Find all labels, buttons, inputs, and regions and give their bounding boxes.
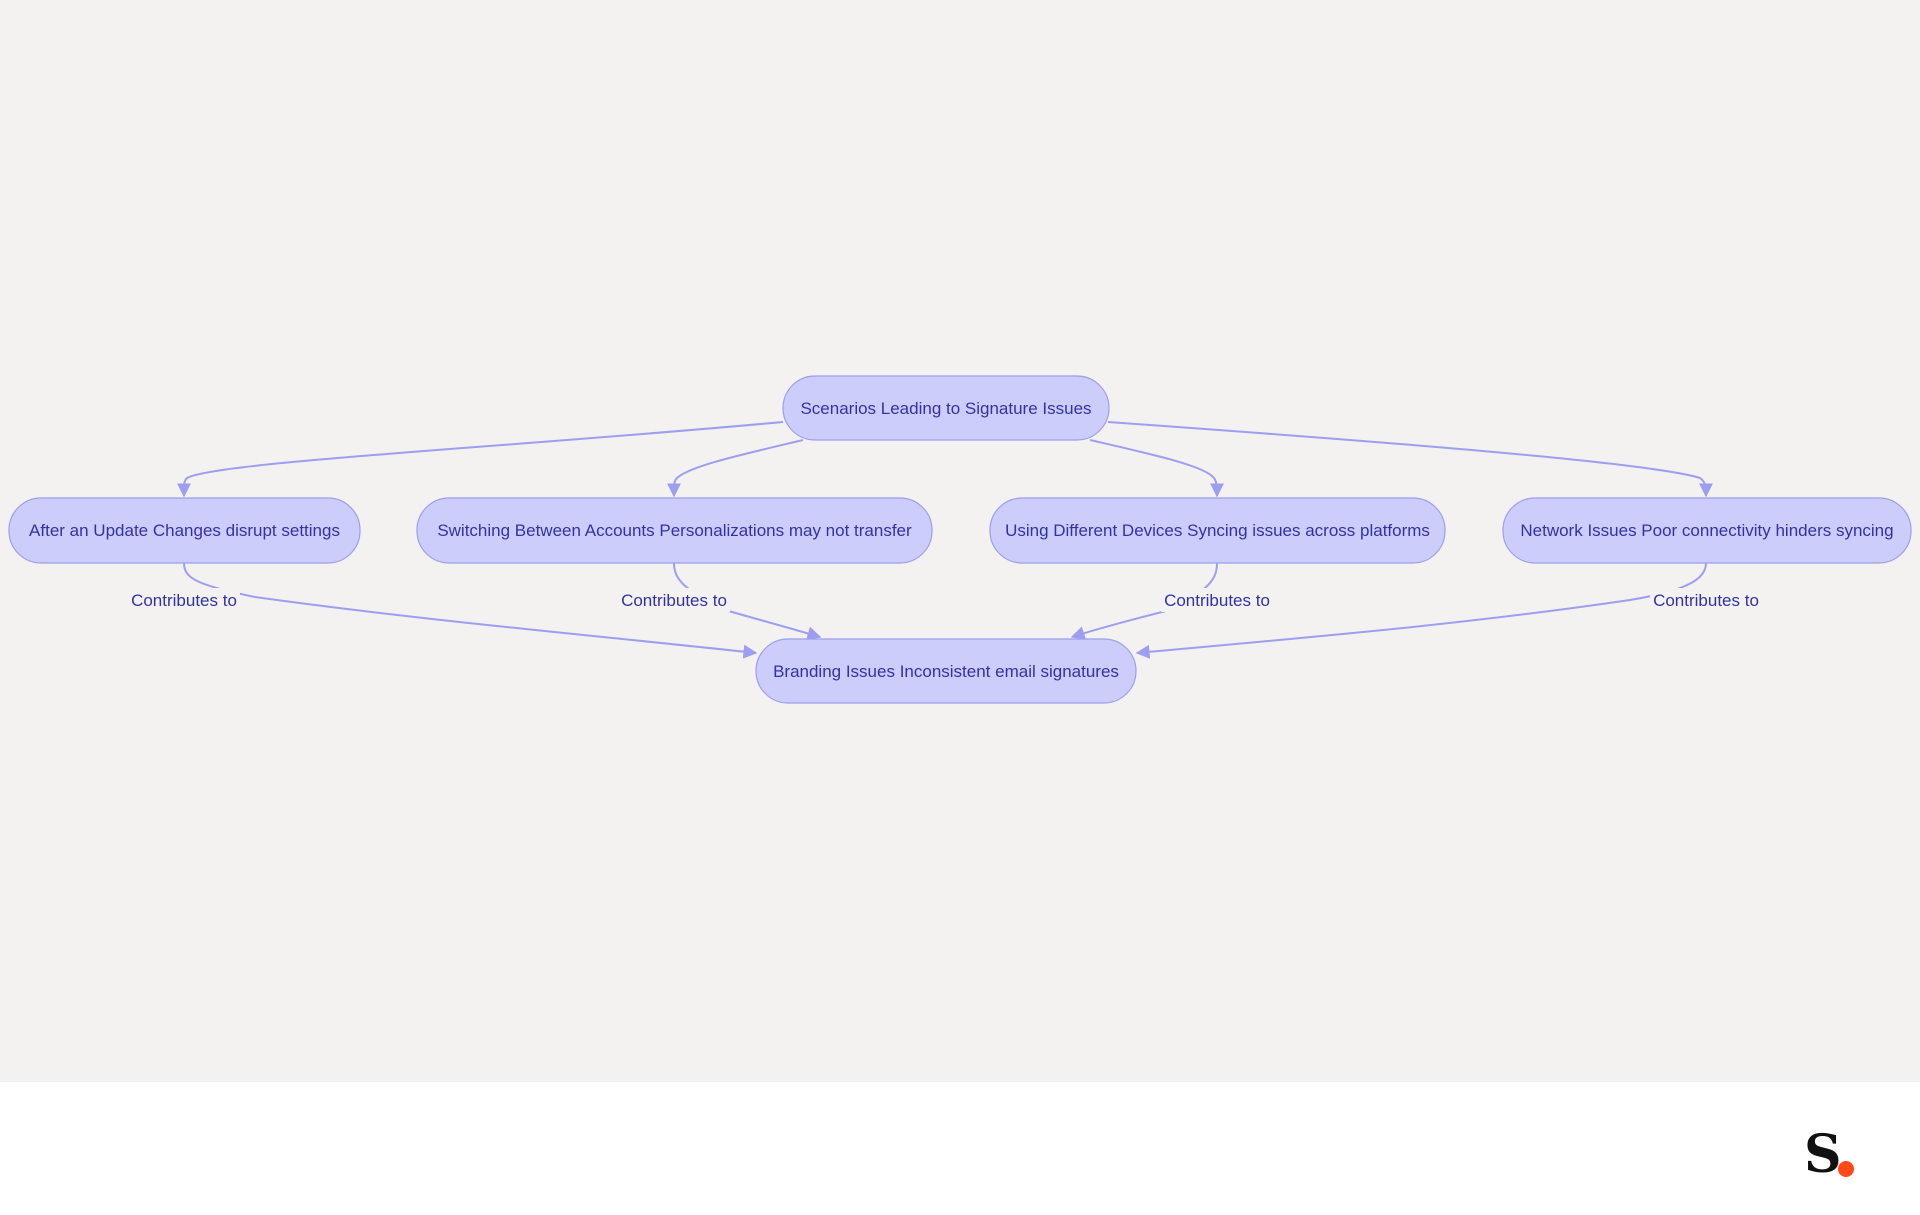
edge-root-to-different-devices [1089, 439, 1224, 498]
outcome-node-label: Branding Issues Inconsistent email signa… [773, 662, 1119, 681]
edge-label-switching-accounts: Contributes to [618, 588, 730, 612]
scenario-node-label: Switching Between Accounts Personalizati… [437, 521, 912, 540]
root-node-label: Scenarios Leading to Signature Issues [800, 399, 1091, 418]
scenario-node-label: After an Update Changes disrupt settings [29, 521, 340, 540]
scenario-node-label: Network Issues Poor connectivity hinders… [1520, 521, 1893, 540]
scenario-node-label: Using Different Devices Syncing issues a… [1005, 521, 1430, 540]
edge-root-to-network-issues [1107, 421, 1713, 498]
edge-label-text: Contributes to [131, 591, 237, 610]
edge-label-text: Contributes to [1653, 591, 1759, 610]
outcome-node[interactable]: Branding Issues Inconsistent email signa… [755, 638, 1137, 704]
edge-label-different-devices: Contributes to [1161, 588, 1273, 612]
edge-network-issues-to-branding [1135, 562, 1707, 659]
edge-label-text: Contributes to [1164, 591, 1270, 610]
logo-dot-icon [1838, 1161, 1854, 1177]
edge-root-to-switching-accounts [666, 439, 804, 498]
root-node[interactable]: Scenarios Leading to Signature Issues [782, 375, 1110, 441]
edge-label-text: Contributes to [621, 591, 727, 610]
scenario-node-switching-accounts[interactable]: Switching Between Accounts Personalizati… [416, 497, 933, 564]
scenario-node-different-devices[interactable]: Using Different Devices Syncing issues a… [989, 497, 1446, 564]
edge-label-network-issues: Contributes to [1650, 588, 1762, 612]
edge-label-after-update: Contributes to [128, 588, 240, 612]
diagram-canvas: Contributes to Contributes to Contribute… [0, 0, 1920, 1082]
scenario-node-network-issues[interactable]: Network Issues Poor connectivity hinders… [1502, 497, 1912, 564]
logo-letter: S [1804, 1124, 1842, 1185]
footer-bar [0, 1082, 1920, 1215]
scenario-node-after-update[interactable]: After an Update Changes disrupt settings [8, 497, 361, 564]
flowchart: Contributes to Contributes to Contribute… [8, 375, 1912, 704]
edge-after-update-to-branding [183, 562, 758, 659]
edge-root-to-after-update [176, 421, 784, 498]
brand-logo: S [1804, 1125, 1864, 1185]
